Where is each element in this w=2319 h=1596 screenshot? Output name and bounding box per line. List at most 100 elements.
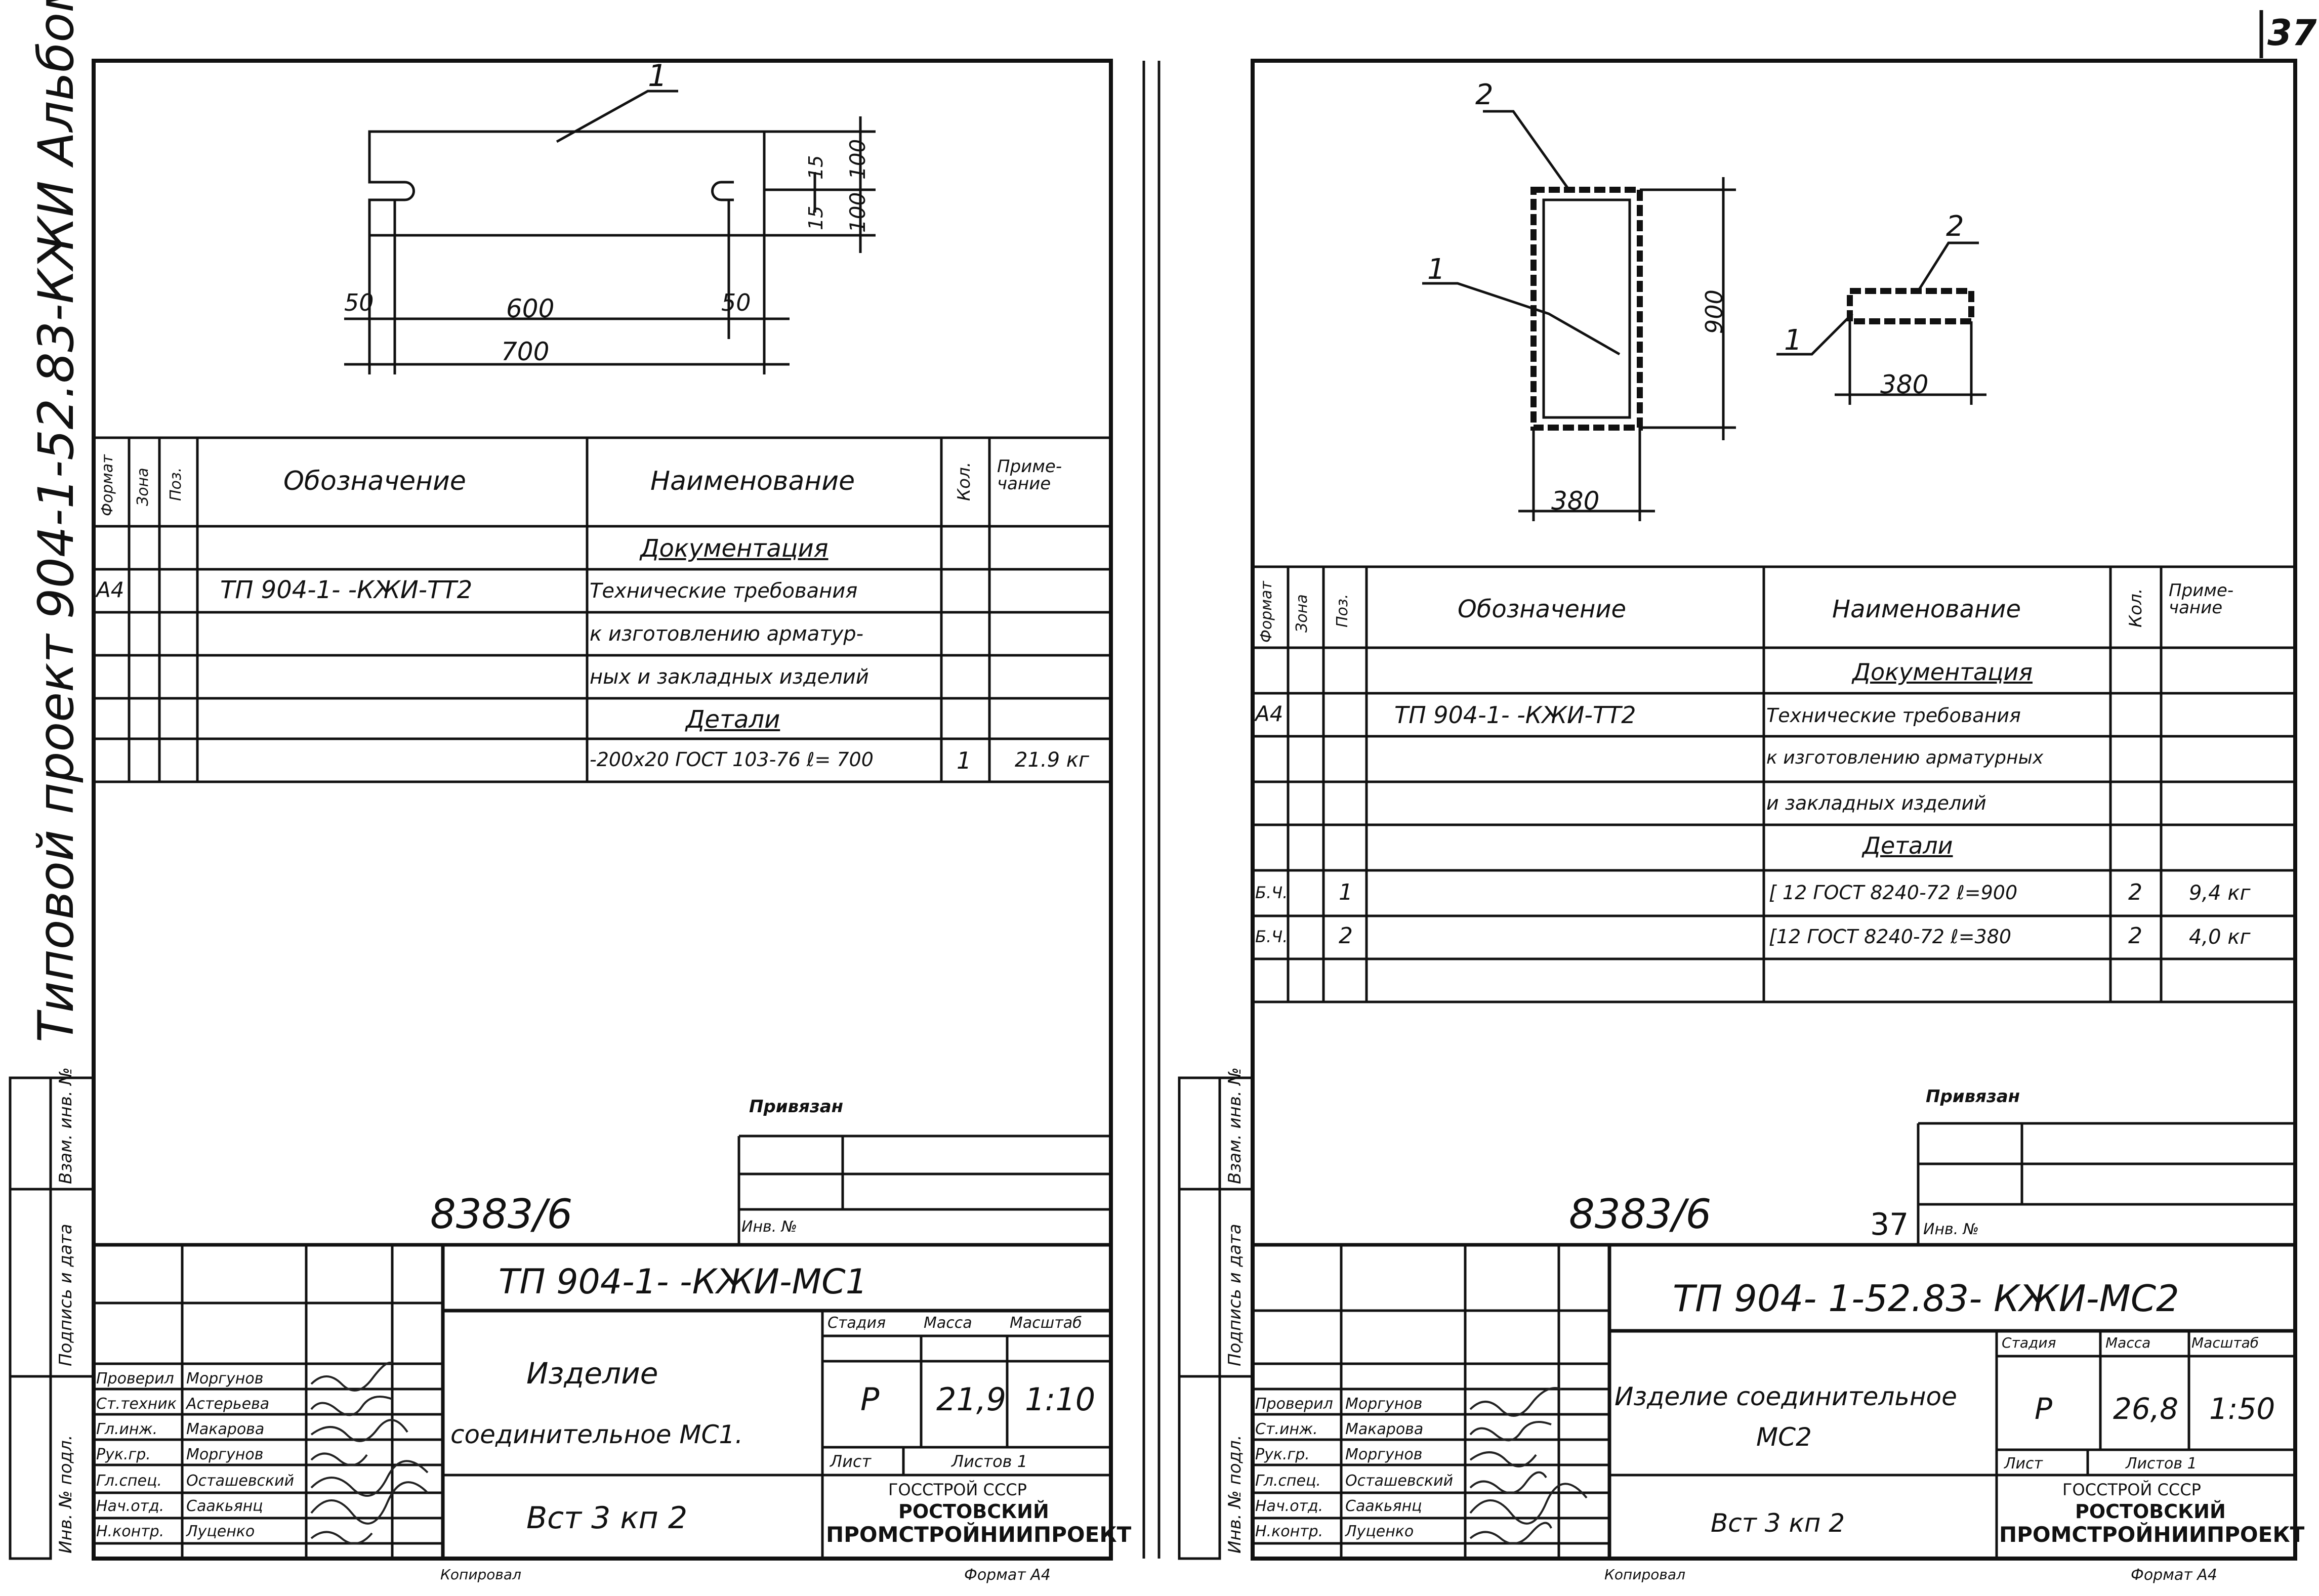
stamp-name: Моргунов xyxy=(186,1370,264,1388)
stamp-name-2-r: МС2 xyxy=(1756,1422,1812,1452)
stamp-role: Гл.инж. xyxy=(96,1420,158,1438)
inv-no-label-r: Инв. № xyxy=(1923,1221,1979,1238)
stamp-stage-h-r: Стадия xyxy=(2002,1334,2056,1351)
spec-header-name-r: Наименование xyxy=(1832,595,2021,623)
position-2a: 2 xyxy=(1475,78,1494,111)
spec-header-note-r: Приме-чание xyxy=(2169,580,2234,618)
stamp-role: Гл.спец. xyxy=(1255,1472,1321,1490)
spec-row-6-name: [ 12 ГОСТ 8240-72 ℓ=900 xyxy=(1769,881,2018,904)
spec-row-item: -200х20 ГОСТ 103-76 ℓ= 700 xyxy=(590,748,874,771)
spec-row-format: А4 xyxy=(96,577,125,602)
stamp-org-3-r: ПРОМСТРОЙНИИПРОЕКТ xyxy=(1999,1522,2305,1547)
stamp-role: Рук.гр. xyxy=(96,1446,151,1463)
spec-row-note: 21.9 кг xyxy=(1015,748,1089,772)
spec-row-designation: ТП 904-1- -КЖИ-ТТ2 xyxy=(220,576,473,604)
spec-row-6-pos: 1 xyxy=(1339,879,1353,905)
stamp-sheet-r: Лист xyxy=(2004,1455,2043,1473)
stamp-name-1: Изделие xyxy=(526,1356,658,1391)
spec-row-name-2-r: к изготовлению арматурных xyxy=(1766,747,2044,768)
spec-row-7-format: Б.Ч. xyxy=(1255,927,1288,946)
stamp-sheet: Лист xyxy=(830,1452,872,1471)
spec-row-name-1-r: Технические требования xyxy=(1766,704,2021,727)
stamp-mass-h: Масса xyxy=(924,1314,972,1332)
stamp-role: Нач.отд. xyxy=(96,1497,164,1515)
stamp-role: Проверил xyxy=(96,1370,174,1388)
dim-380b: 380 xyxy=(1880,370,1929,399)
stamp-scale-h: Масштаб xyxy=(1010,1314,1082,1332)
dim-700: 700 xyxy=(501,337,550,366)
stamp-code-r: ТП 904- 1-52.83- КЖИ-МС2 xyxy=(1673,1277,2179,1320)
stamp-role: Проверил xyxy=(1255,1395,1333,1413)
stamp-mass-h-r: Масса xyxy=(2105,1334,2151,1351)
spec-row-designation-r: ТП 904-1- -КЖИ-ТТ2 xyxy=(1394,701,1636,729)
stamp-name-1-r: Изделие соединительное xyxy=(1614,1382,1957,1411)
spec-header-designation: Обозначение xyxy=(283,466,466,496)
copied-label-r: Копировал xyxy=(1604,1566,1685,1583)
page-number: 37 xyxy=(2267,12,2317,54)
stamp-org-3: ПРОМСТРОЙНИИПРОЕКТ xyxy=(826,1522,1132,1547)
stamp-name: Осташевский xyxy=(186,1472,295,1490)
spec-header-name: Наименование xyxy=(650,466,855,496)
position-1a: 1 xyxy=(1427,253,1445,286)
stamp-role: Ст.техник xyxy=(96,1395,177,1413)
archive-page-r: 37 xyxy=(1870,1207,1909,1242)
dim-50b: 50 xyxy=(721,289,751,316)
stamp-role: Гл.спец. xyxy=(96,1472,162,1490)
copied-label: Копировал xyxy=(440,1566,521,1583)
stamp-code: ТП 904-1- -КЖИ-МС1 xyxy=(499,1262,867,1302)
stamp-mass-r: 26,8 xyxy=(2113,1392,2179,1426)
dim-600: 600 xyxy=(506,294,555,323)
spec-row-name-2: к изготовлению арматур- xyxy=(590,622,864,646)
spec-row-name-3-r: и закладных изделий xyxy=(1766,792,1986,814)
format-label: Формат А4 xyxy=(964,1566,1051,1584)
stamp-sheets: Листов 1 xyxy=(951,1452,1028,1471)
stamp-scale-h-r: Масштаб xyxy=(2191,1334,2259,1351)
stamp-name: Моргунов xyxy=(1345,1446,1423,1463)
dim-380a: 380 xyxy=(1551,486,1600,516)
stamp-org-2: РОСТОВСКИЙ xyxy=(898,1500,1049,1523)
stamp-name: Осташевский xyxy=(1345,1472,1454,1490)
spec-row-6-format: Б.Ч. xyxy=(1255,883,1288,902)
stamp-name: Саакьянц xyxy=(1345,1497,1422,1515)
spec-header-designation-r: Обозначение xyxy=(1458,595,1627,623)
stamp-org-1-r: ГОССТРОЙ СССР xyxy=(2062,1480,2201,1499)
stamp-name: Моргунов xyxy=(186,1446,264,1463)
stamp-scale: 1:10 xyxy=(1025,1381,1096,1418)
stamp-stage-h: Стадия xyxy=(827,1314,886,1332)
stamp-sheets-r: Листов 1 xyxy=(2126,1455,2197,1473)
spec-row-details: Детали xyxy=(686,705,780,734)
stamp-name: Моргунов xyxy=(1345,1395,1423,1413)
stamp-material: Вст 3 кп 2 xyxy=(526,1500,688,1536)
spec-row-format-r: А4 xyxy=(1255,701,1283,726)
frame-drawing xyxy=(1422,110,1986,521)
privyazan-label: Привязан xyxy=(749,1097,844,1117)
stamp-name: Луценко xyxy=(186,1523,255,1540)
stamp-org-1: ГОССТРОЙ СССР xyxy=(888,1480,1027,1499)
spec-row-7-pos: 2 xyxy=(1339,923,1353,949)
spec-row-name-1: Технические требования xyxy=(590,579,858,603)
privyazan-label-r: Привязан xyxy=(1926,1086,2020,1107)
spec-row-6-note: 9,4 кг xyxy=(2189,881,2251,905)
stamp-name: Макарова xyxy=(186,1420,265,1438)
format-label-r: Формат А4 xyxy=(2131,1566,2217,1584)
dim-50a: 50 xyxy=(344,289,374,316)
spec-row-7-qty: 2 xyxy=(2128,923,2142,949)
position-2b: 2 xyxy=(1946,210,1964,243)
stamp-material-r: Вст 3 кп 2 xyxy=(1711,1508,1845,1538)
spec-row-6-qty: 2 xyxy=(2128,879,2142,905)
stamp-role: Н.контр. xyxy=(1255,1523,1323,1540)
stamp-scale-r: 1:50 xyxy=(2209,1392,2275,1426)
inv-no-label: Инв. № xyxy=(741,1218,798,1236)
stamp-role: Ст.инж. xyxy=(1255,1420,1318,1438)
spec-row-documentation: Документация xyxy=(640,534,829,563)
stamp-mass: 21,9 xyxy=(936,1381,1007,1418)
spec-row-name-3: ных и закладных изделий xyxy=(590,665,869,689)
position-1b: 1 xyxy=(1784,324,1802,357)
stamp-name: Саакьянц xyxy=(186,1497,263,1515)
spec-row-7-note: 4,0 кг xyxy=(2189,926,2251,949)
stamp-stage-r: Р xyxy=(2035,1392,2052,1426)
archive-number: 8383/6 xyxy=(430,1191,573,1238)
stamp-role: Н.контр. xyxy=(96,1523,164,1540)
stamp-role: Нач.отд. xyxy=(1255,1497,1323,1515)
